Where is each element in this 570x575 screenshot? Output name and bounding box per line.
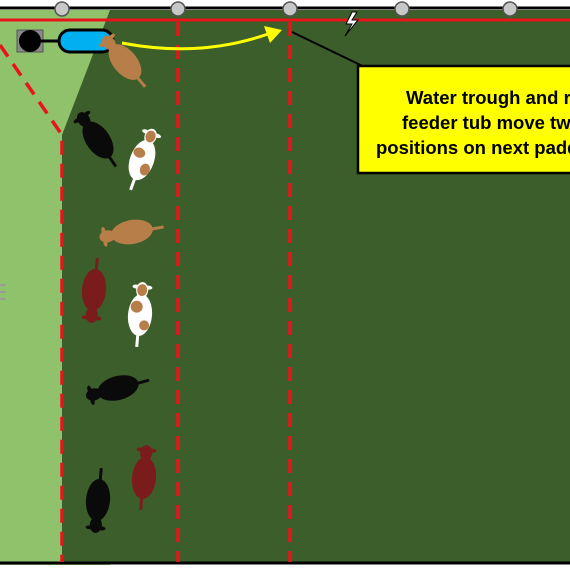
callout-box <box>356 64 570 175</box>
fence-post-icon <box>54 1 518 17</box>
callout-text: Water trough and r feeder tub move tw po… <box>362 85 570 160</box>
lightning-bolt-icon <box>344 11 360 37</box>
movement-arrow-head <box>264 26 282 43</box>
movement-arrow-icon <box>121 32 269 51</box>
feeder-tub-icon <box>16 29 44 53</box>
cow-spotted-1 <box>119 124 165 195</box>
temporary-fences <box>0 22 292 562</box>
callout-line-3: positions on next padd <box>376 137 570 158</box>
back-fence <box>0 44 64 562</box>
cow-spotted-2 <box>125 281 155 348</box>
callout-line-2: feeder tub move tw <box>402 112 570 133</box>
callout-line-1: Water trough and r <box>406 87 570 108</box>
gate-marker <box>0 284 6 300</box>
